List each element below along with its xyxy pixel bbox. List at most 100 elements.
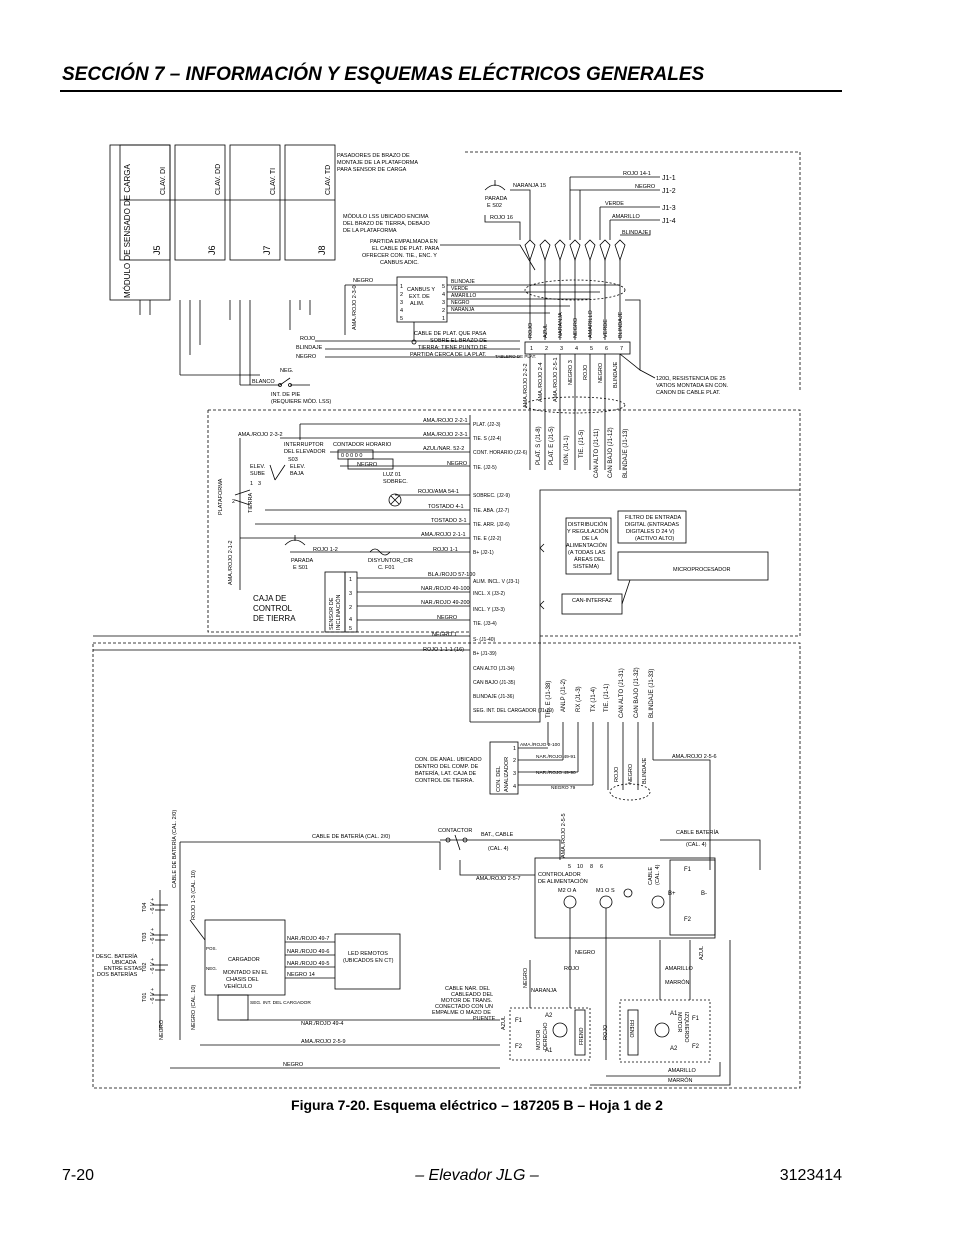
battery-cable: CABLE DE BATERÍA (CAL. 2/0) xyxy=(312,833,390,840)
overload-lamp xyxy=(388,493,402,507)
diagram-label: BLINDAJE (J1-13) xyxy=(623,429,629,478)
diagram-label: TIE. (J1-1) xyxy=(604,684,610,712)
diagram-label: MONTADO EN EL xyxy=(223,970,268,976)
j1-blindaje: BLINDAJE xyxy=(622,230,649,236)
diagram-label: ROJO 1-3 (CAL. 10) xyxy=(191,870,197,920)
stop-wire-a xyxy=(510,189,531,240)
module-wires xyxy=(139,300,311,385)
diagram-label: 8 xyxy=(590,864,593,870)
diagram-label: F1 xyxy=(684,867,692,873)
diagram-label: - 6 V + xyxy=(150,928,156,944)
resistor-3: CANON DE CABLE PLAT. xyxy=(656,390,721,396)
diagram-label: CARGADOR xyxy=(228,957,260,963)
battery-cable-v: CABLE DE BATERÍA (CAL. 2/0) xyxy=(171,810,178,888)
naranja-15: NARANJA 15 xyxy=(513,183,546,189)
diagram-label: NEGRO 79 xyxy=(551,785,576,791)
diagram-label: ROJO xyxy=(614,766,620,782)
diagram-label: AMA./ROJO 2-5-9 xyxy=(301,1039,346,1045)
diagram-label: S- (J1-40) xyxy=(473,637,496,643)
analyzer-2: ANALIZADOR xyxy=(504,757,510,792)
filter-box xyxy=(617,510,687,544)
sensor-1: SENSOR DE xyxy=(329,597,335,630)
top-dashed-box xyxy=(465,151,801,390)
diagram-label: 2 xyxy=(513,758,516,764)
diagram-label: DIGITAL (ENTRADAS xyxy=(625,522,679,528)
diagram-label: LED REMOTOS xyxy=(348,951,388,957)
dist-box xyxy=(565,517,612,575)
diagram-label: TIE. ABA. (J2-7) xyxy=(473,508,509,514)
diagram-label: IZQUIERDO xyxy=(683,1012,689,1043)
diagram-label: NEG. xyxy=(206,966,217,971)
diagram-label: CHASIS DEL xyxy=(226,977,259,983)
canbus-wire-4: NEGRO xyxy=(451,300,469,306)
diagram-label: TX (J1-4) xyxy=(591,687,597,712)
diagram-label: 5 xyxy=(442,284,445,290)
ama-rojo-230: AMA./ROJO 2-3-0 xyxy=(352,285,358,330)
diagram-label: 6 xyxy=(605,346,608,352)
diagram-label: SOBREC. (J2-9) xyxy=(473,493,510,499)
diagram-label: BATERÍA, LAT. CAJA DE xyxy=(415,770,477,777)
diagram-label: EMPALME O MAZO DE xyxy=(432,1010,491,1016)
diagram-label: A2 xyxy=(670,1046,678,1052)
plat-cable-1: CABLE DE PLAT. QUE PASA xyxy=(414,331,487,337)
tierra-label: TIERRA xyxy=(248,493,254,514)
diagram-label: PLAT. (J2-3) xyxy=(473,422,501,428)
contador-label: CONTADOR HORARIO xyxy=(333,442,392,448)
diagram-label: 5 xyxy=(349,626,352,632)
lift-switch xyxy=(269,464,286,481)
diagram-label: ÁREAS DEL xyxy=(574,556,605,563)
contactor-symbol xyxy=(440,834,470,851)
diagram-label: 3 xyxy=(513,771,516,777)
m2-terminal xyxy=(563,895,577,909)
diagram-label: NEGRO xyxy=(283,1062,304,1068)
wire-257 xyxy=(459,860,535,876)
diagram-label: 4 xyxy=(442,292,445,298)
brake-left xyxy=(627,1009,639,1056)
page-title: SECCIÓN 7 – INFORMACIÓN Y ESQUEMAS ELÉCT… xyxy=(62,64,705,85)
diagram-label: A1 xyxy=(670,1011,678,1017)
pins-note-1: PASADORES DE BRAZO DE xyxy=(337,153,410,159)
diagram-label: VEHÍCULO xyxy=(224,983,253,990)
diagram-label: ROJO xyxy=(564,966,580,972)
diagram-label: ROJO 1-1 xyxy=(433,547,458,553)
footer-center: – Elevador JLG – xyxy=(415,1167,539,1184)
diagram-label: T04 xyxy=(142,903,148,912)
connector-j8: J8 xyxy=(317,245,327,255)
diagram-label: B+ (J1-39) xyxy=(473,651,497,657)
diagram-label: MARRÓN xyxy=(668,1077,692,1084)
diagram-label: AZUL/NAR. 52-2 xyxy=(423,446,464,452)
connector-j7: J7 xyxy=(262,245,272,255)
diagram-label: (CAL. 4) xyxy=(686,842,707,848)
diagram-label: F2 xyxy=(515,1044,523,1050)
diagram-label: TIE. (J2-5) xyxy=(473,465,497,471)
resistor-1: 120Ω, RESISTENCIA DE 25 xyxy=(656,376,726,382)
diagram-label: TOSTADO 4-1 xyxy=(428,504,464,510)
analyzer-box xyxy=(489,741,519,795)
micro-label: MICROPROCESADOR xyxy=(673,567,730,573)
diagram-label: CONECTADO CON UN xyxy=(435,1004,493,1010)
diagram-label: TIE. ARR. (J2-6) xyxy=(473,522,510,528)
diagram-label: AZUL xyxy=(501,1016,507,1030)
sel-switch xyxy=(234,489,251,506)
j1-negro: NEGRO xyxy=(635,184,656,190)
disyuntor-2: C. F01 xyxy=(378,565,395,571)
diagram-label: 5 xyxy=(590,346,593,352)
leds-box xyxy=(334,933,401,990)
diagram-label: AMA./ROJO 2-3-1 xyxy=(423,432,468,438)
diagram-label: 3 xyxy=(258,481,261,487)
diagram-label: DERECHO xyxy=(543,1022,549,1050)
diagram-label: B+ xyxy=(668,891,676,897)
diagram-label: CONTROLADOR xyxy=(538,872,581,878)
diagram-label: M1 O S xyxy=(596,888,615,894)
controller-inner xyxy=(470,489,800,723)
analyzer-1: CON. DEL xyxy=(496,766,502,792)
canbus-label-3: ALIM. xyxy=(410,301,425,307)
diagram-label: TIE. S (J2-4) xyxy=(473,436,502,442)
diagram-label: NAR./ROJO 49-7 xyxy=(287,936,329,942)
diagram-label: 2 xyxy=(545,346,548,352)
diagram-label: BLA./ROJO 57-100 xyxy=(428,572,475,578)
diagram-label: CABLE BATERÍA xyxy=(676,829,719,836)
pins-note-2: MONTAJE DE LA PLATAFORMA xyxy=(337,160,418,166)
diagram-label: T02 xyxy=(142,963,148,972)
bat-cable-line xyxy=(470,839,561,860)
